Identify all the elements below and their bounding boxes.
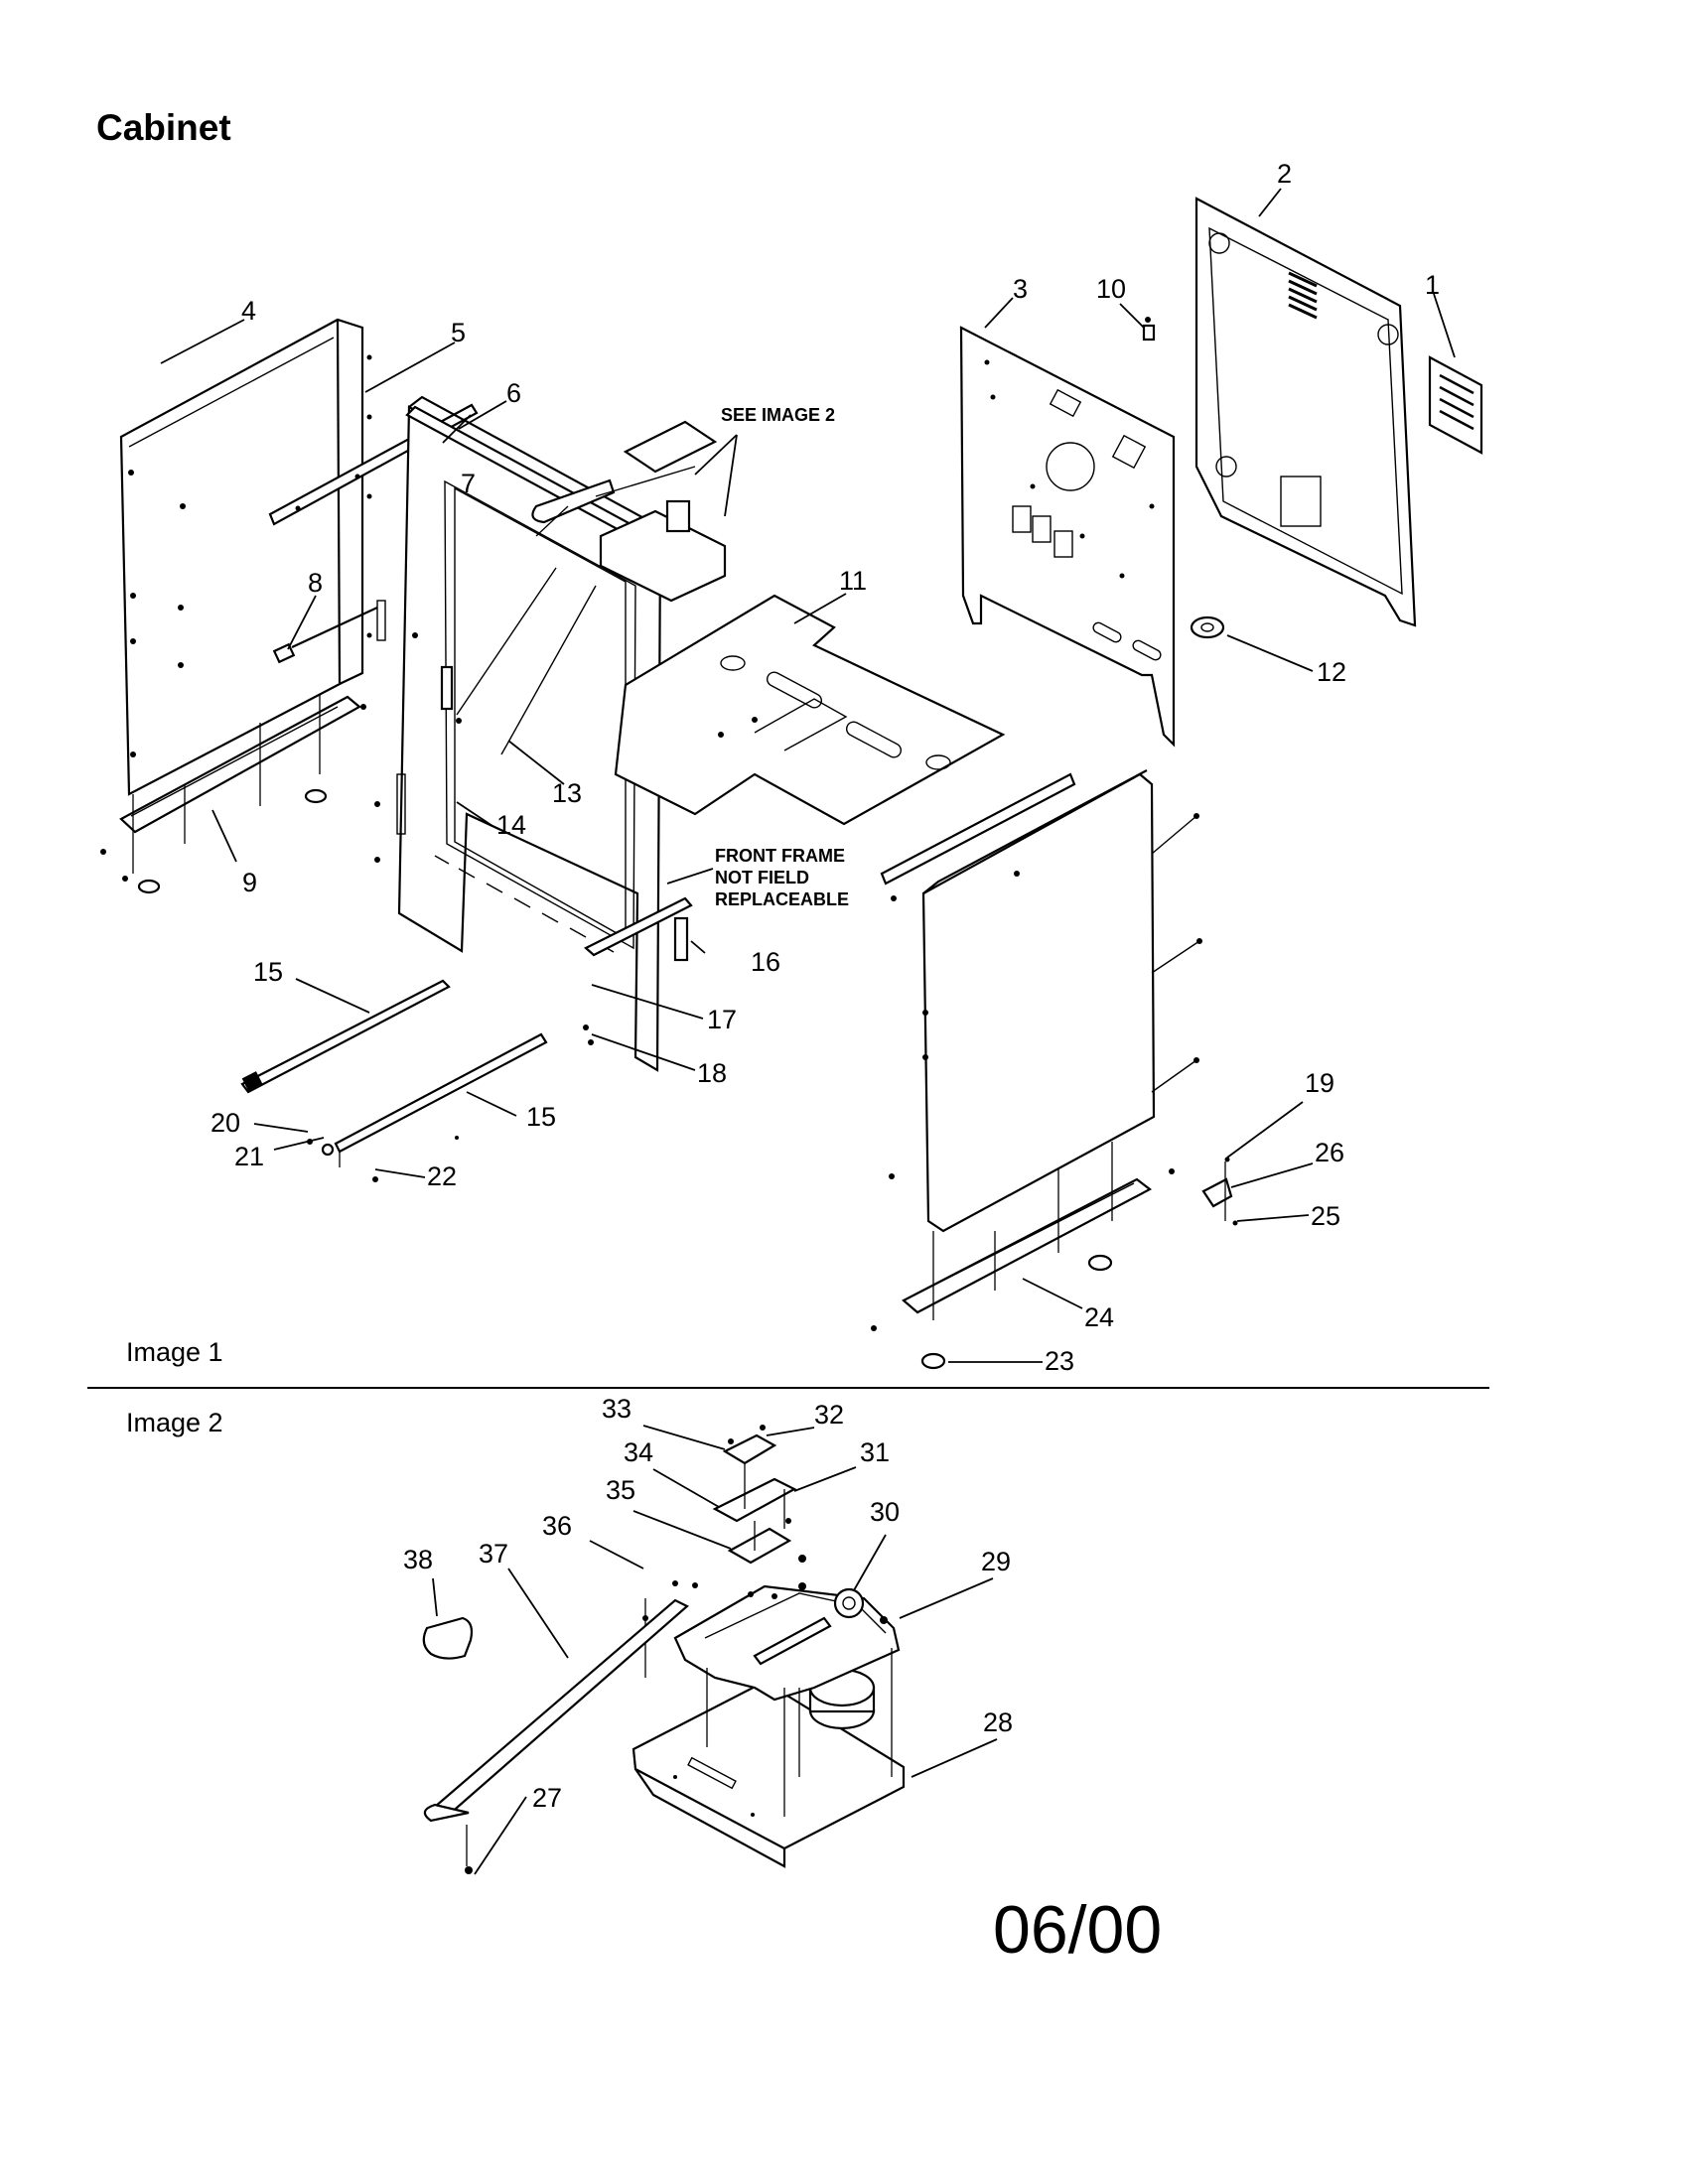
- front-frame-leaders: [456, 567, 597, 755]
- callout-15a: 15: [253, 957, 283, 987]
- bottom-runner-lower: [307, 1032, 548, 1182]
- callout-8: 8: [308, 568, 323, 598]
- bottom-runner-upper: [240, 979, 451, 1094]
- note-see-image-2: SEE IMAGE 2: [721, 405, 835, 425]
- callout-17: 17: [707, 1005, 737, 1034]
- date-code: 06/00: [993, 1892, 1163, 1968]
- callout-9: 9: [242, 868, 257, 897]
- leader-lines-image-1: [160, 188, 1456, 1363]
- callout-13: 13: [552, 778, 582, 808]
- callout-32: 32: [814, 1400, 844, 1430]
- note-front-frame-line2: NOT FIELD: [715, 868, 809, 887]
- image-2-assembly: [422, 1425, 906, 1874]
- callout-28: 28: [983, 1707, 1013, 1737]
- callout-4: 4: [241, 296, 256, 326]
- part-16-bracket: [583, 896, 693, 1045]
- grommet-part-12: [1190, 615, 1225, 639]
- callout-38: 38: [403, 1545, 433, 1574]
- right-side-panel: [880, 769, 1202, 1233]
- left-bottom-rail: [100, 695, 366, 894]
- callout-5: 5: [451, 318, 466, 347]
- clip-part-10: [1142, 317, 1156, 341]
- bottom-tray-11: [614, 594, 1006, 826]
- vent-cover: [1428, 355, 1483, 455]
- callout-26: 26: [1315, 1138, 1344, 1167]
- note-front-frame-line1: FRONT FRAME: [715, 846, 845, 866]
- callout-12: 12: [1317, 657, 1346, 687]
- callouts: 1 2 3 4 5 6 7 8 9 10 11 12 13 14 15 15 1…: [210, 159, 1440, 1813]
- callout-33: 33: [602, 1394, 632, 1424]
- callout-2: 2: [1277, 159, 1292, 189]
- callout-22: 22: [427, 1161, 457, 1191]
- callout-6: 6: [506, 378, 521, 408]
- clip-part-26: [1201, 1157, 1238, 1226]
- callout-34: 34: [624, 1437, 653, 1467]
- callout-31: 31: [860, 1437, 890, 1467]
- callout-30: 30: [870, 1497, 900, 1527]
- callout-36: 36: [542, 1511, 572, 1541]
- callout-21: 21: [234, 1142, 264, 1171]
- callout-16: 16: [751, 947, 780, 977]
- callout-23: 23: [1045, 1346, 1074, 1376]
- callout-7: 7: [461, 469, 476, 498]
- callout-18: 18: [697, 1058, 727, 1088]
- callout-35: 35: [606, 1475, 635, 1505]
- callout-1: 1: [1425, 270, 1440, 300]
- callout-24: 24: [1084, 1302, 1114, 1332]
- rear-panel: [1194, 197, 1417, 627]
- note-front-frame-line3: REPLACEABLE: [715, 889, 849, 909]
- burner-assembly: [531, 420, 727, 603]
- image-1-label: Image 1: [126, 1337, 223, 1367]
- callout-11: 11: [839, 566, 867, 596]
- right-bottom-rail: [871, 1142, 1175, 1370]
- callout-20: 20: [210, 1108, 240, 1138]
- callout-14: 14: [496, 810, 526, 840]
- image-2-label: Image 2: [126, 1408, 223, 1437]
- callout-10: 10: [1096, 274, 1126, 304]
- callout-25: 25: [1311, 1201, 1340, 1231]
- leader-lines-image-2: [432, 1425, 998, 1875]
- callout-27: 27: [532, 1783, 562, 1813]
- callout-15b: 15: [526, 1102, 556, 1132]
- back-panel: [959, 326, 1176, 748]
- callout-3: 3: [1013, 274, 1028, 304]
- callout-29: 29: [981, 1547, 1011, 1576]
- callout-37: 37: [479, 1539, 508, 1569]
- left-side-panel: [119, 318, 372, 796]
- page-title: Cabinet: [96, 107, 231, 148]
- callout-19: 19: [1305, 1068, 1334, 1098]
